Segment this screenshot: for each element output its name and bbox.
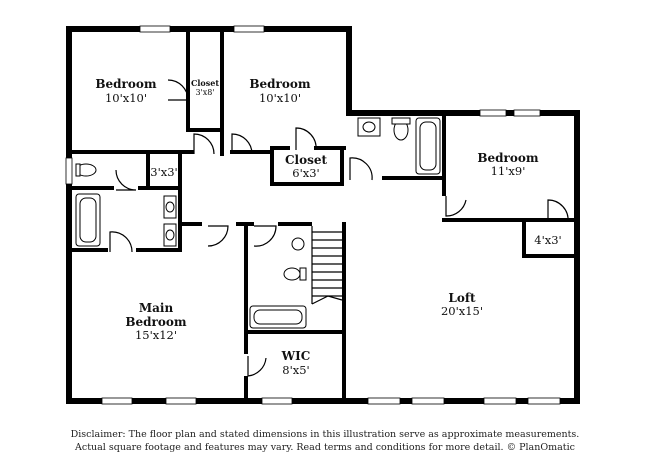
main-bedroom-size: 15'x12' (135, 328, 177, 342)
windows (65, 25, 561, 405)
main-bedroom-name-line1: Main (139, 301, 174, 315)
closet-mid-name: Closet (285, 153, 328, 167)
bedroom-top-left-name: Bedroom (95, 77, 156, 91)
exterior-walls (66, 26, 580, 404)
wic-name: WIC (281, 349, 311, 363)
bedroom-top-center-size: 10'x10' (259, 91, 301, 105)
linen-closet-size: 3'x3' (150, 165, 177, 179)
bedroom-top-center-name: Bedroom (249, 77, 310, 91)
loft-name: Loft (448, 291, 476, 305)
disclaimer: Disclaimer: The floor plan and stated di… (0, 428, 650, 454)
interior-walls (66, 32, 574, 404)
closet-right-size: 4'x3' (534, 233, 561, 247)
staircase (311, 226, 343, 305)
closet-small-name: Closet (191, 78, 219, 88)
doors (109, 79, 569, 377)
closet-small-size: 3'x8' (195, 88, 214, 97)
main-bedroom-name-line2: Bedroom (125, 315, 186, 329)
disclaimer-line-1: Disclaimer: The floor plan and stated di… (70, 429, 580, 440)
bedroom-top-left-size: 10'x10' (105, 91, 147, 105)
loft-size: 20'x15' (441, 304, 483, 318)
bedroom-right-name: Bedroom (477, 151, 538, 165)
bath-fixtures (75, 117, 441, 329)
closet-mid-size: 6'x3' (292, 166, 319, 180)
disclaimer-line-2: Actual square footage and features may v… (75, 442, 575, 453)
bedroom-right-size: 11'x9' (491, 164, 526, 178)
wic-size: 8'x5' (282, 363, 309, 377)
